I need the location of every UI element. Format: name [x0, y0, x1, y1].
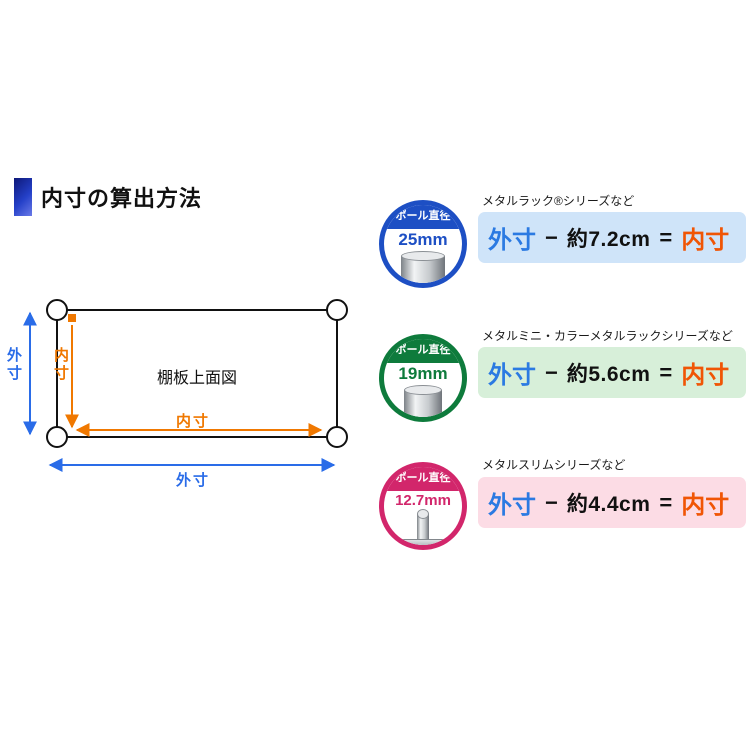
deduction-amount: 約7.2cm: [566, 227, 651, 251]
pole-diameter-badge-25mm: ポール直径 25mm: [379, 200, 467, 288]
inner-dimension-label-horizontal: 内寸: [176, 413, 211, 430]
pole-diameter-value: 12.7mm: [395, 492, 451, 509]
pole-diameter-caption: ポール直径: [384, 339, 462, 363]
inner-dimension-label-vertical: 内寸: [52, 347, 69, 383]
formula-box-metal-mini: 外寸 − 約5.6cm = 内寸: [478, 347, 746, 398]
pole-photo-icon: [404, 384, 442, 417]
pole-corner-bottom-left: [46, 426, 68, 448]
equals-sign: =: [659, 224, 673, 250]
minus-sign: −: [545, 359, 558, 385]
section-header: 内寸の算出方法: [14, 178, 202, 216]
inner-arrow-origin-square: [68, 314, 76, 322]
formula-box-metal-slim: 外寸 − 約4.4cm = 内寸: [478, 477, 746, 528]
formula-box-metal-rack: 外寸 − 約7.2cm = 内寸: [478, 212, 746, 263]
minus-sign: −: [545, 489, 558, 515]
shelf-diagram: 外寸 内寸 棚板上面図 内寸 外寸: [0, 285, 380, 505]
shelf-top-view-svg: [23, 299, 348, 472]
equals-sign: =: [659, 359, 673, 385]
outer-term: 外寸: [488, 492, 536, 519]
deduction-amount: 約4.4cm: [566, 492, 651, 516]
pole-diameter-badge-19mm: ポール直径 19mm: [379, 334, 467, 422]
inner-term: 内寸: [681, 492, 730, 519]
series-label-metal-mini: メタルミニ・カラーメタルラックシリーズなど: [482, 329, 733, 343]
series-label-metal-slim: メタルスリムシリーズなど: [482, 458, 626, 472]
board-top-view-label: 棚板上面図: [157, 370, 238, 387]
section-marker-icon: [14, 178, 32, 216]
pole-diameter-caption: ポール直径: [384, 205, 462, 229]
pole-corner-top-right: [326, 299, 348, 321]
pole-diameter-caption: ポール直径: [384, 467, 462, 491]
pole-corner-bottom-right: [326, 426, 348, 448]
outer-dimension-label-horizontal: 外寸: [176, 472, 211, 489]
deduction-amount: 約5.6cm: [566, 362, 651, 386]
inner-term: 内寸: [681, 227, 730, 254]
outer-term: 外寸: [488, 227, 536, 254]
pole-photo-icon: [401, 250, 445, 283]
pole-photo-icon: [399, 508, 447, 545]
outer-dimension-label-vertical: 外寸: [5, 347, 22, 383]
pole-diameter-value: 25mm: [398, 230, 448, 249]
pole-corner-top-left: [46, 299, 68, 321]
shelf-board-outline: [56, 309, 338, 438]
equals-sign: =: [659, 489, 673, 515]
minus-sign: −: [545, 224, 558, 250]
inner-term: 内寸: [681, 362, 730, 389]
outer-term: 外寸: [488, 362, 536, 389]
page-title: 内寸の算出方法: [41, 186, 203, 211]
series-label-metal-rack: メタルラック®シリーズなど: [482, 194, 635, 208]
pole-diameter-badge-12-7mm: ポール直径 12.7mm: [379, 462, 467, 550]
pole-diameter-value: 19mm: [398, 364, 448, 383]
